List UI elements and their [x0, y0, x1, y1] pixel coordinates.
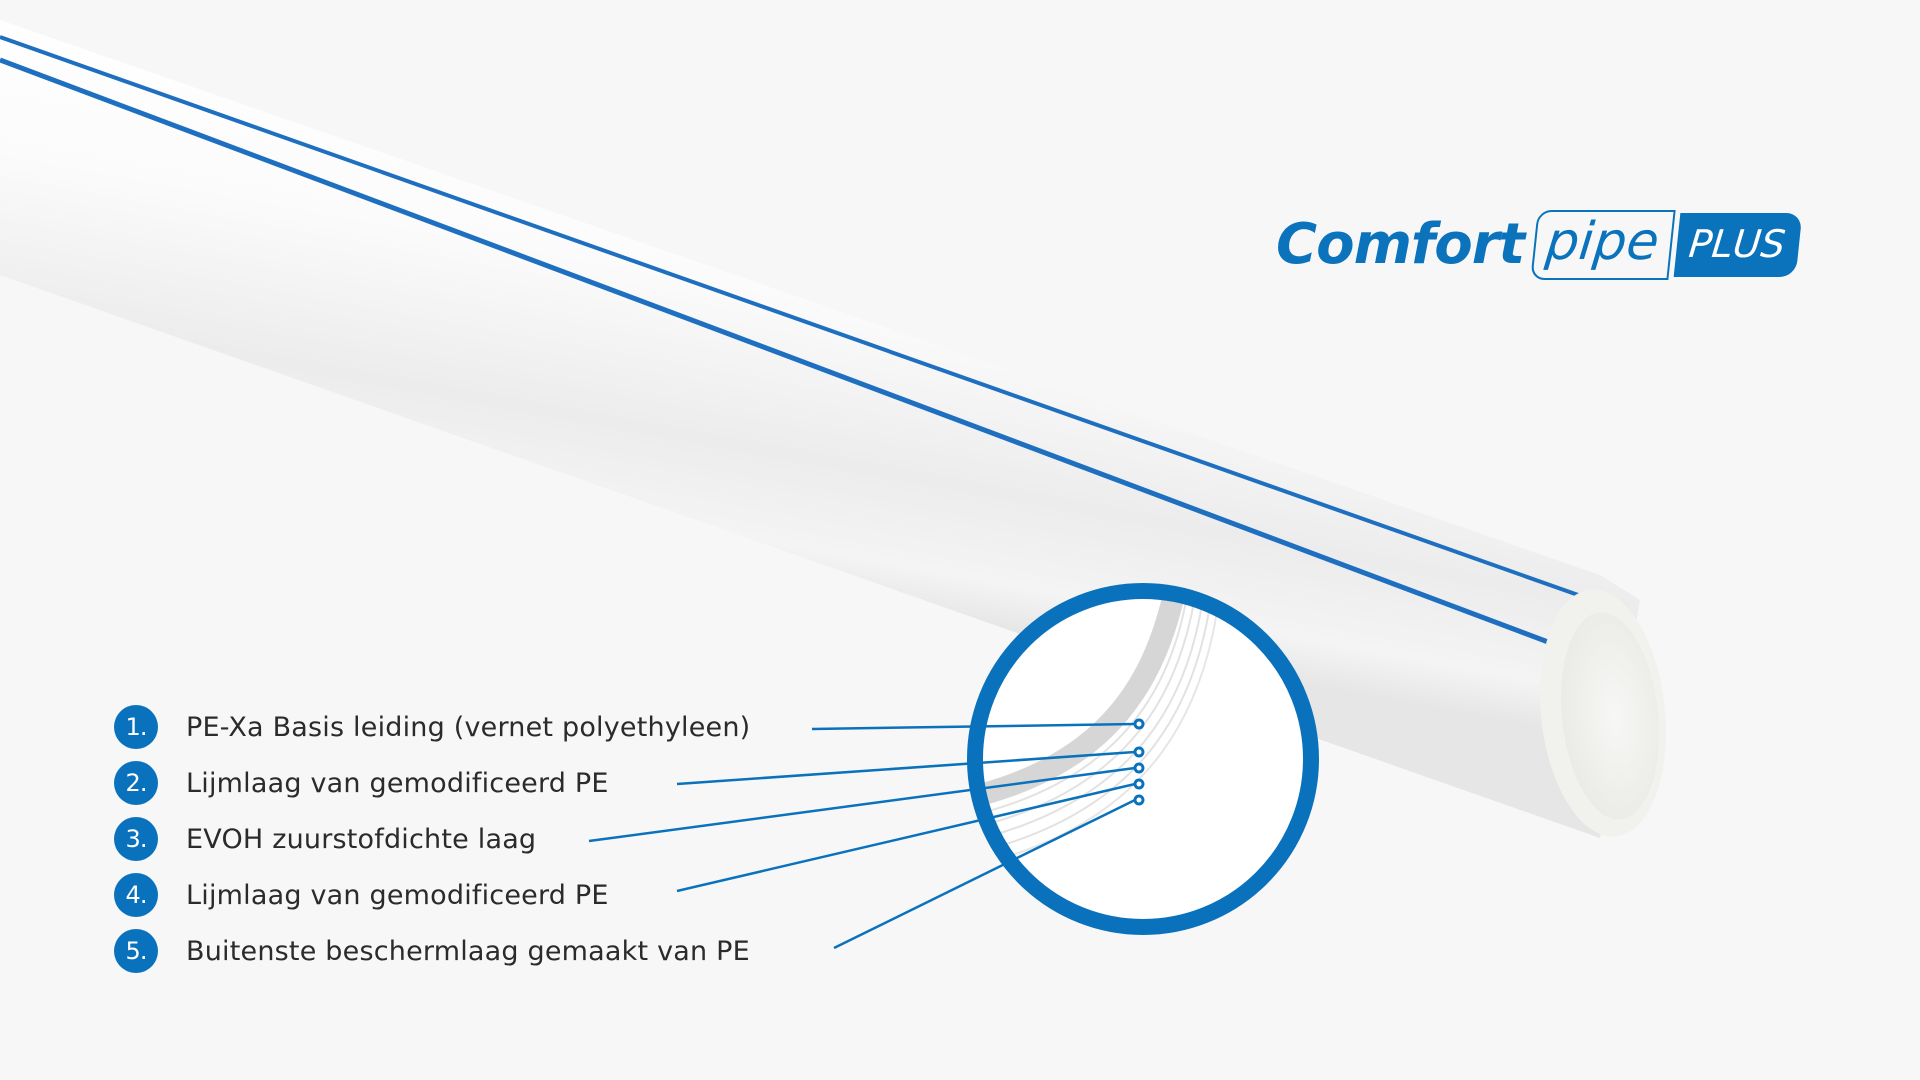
layer-item-2: 2. Lijmlaag van gemodificeerd PE	[114, 760, 609, 806]
logo-word-pipe: pipe	[1530, 210, 1677, 280]
layer-label: Lijmlaag van gemodificeerd PE	[186, 879, 609, 911]
leader-dots	[1133, 718, 1145, 806]
layer-item-5: 5. Buitenste beschermlaag gemaakt van PE	[114, 928, 750, 974]
layer-number-badge: 5.	[114, 929, 158, 973]
layer-label: Lijmlaag van gemodificeerd PE	[186, 767, 609, 799]
layer-label: EVOH zuurstofdichte laag	[186, 823, 537, 855]
layer-item-4: 4. Lijmlaag van gemodificeerd PE	[114, 872, 609, 918]
logo-word-comfort: Comfort	[1276, 212, 1525, 277]
layer-number-badge: 3.	[114, 817, 158, 861]
layer-label: PE-Xa Basis leiding (vernet polyethyleen…	[186, 711, 751, 743]
layer-label: Buitenste beschermlaag gemaakt van PE	[186, 935, 750, 967]
magnifier-callout	[967, 583, 1319, 935]
layer-number-badge: 4.	[114, 873, 158, 917]
layer-number-badge: 1.	[114, 705, 158, 749]
layer-number-badge: 2.	[114, 761, 158, 805]
leader-lines	[588, 722, 1136, 950]
logo-badge-plus: PLUS	[1673, 213, 1803, 277]
comfortpipe-plus-logo: Comfort pipe PLUS	[1276, 205, 1803, 285]
layer-item-3: 3. EVOH zuurstofdichte laag	[114, 816, 536, 862]
layer-item-1: 1. PE-Xa Basis leiding (vernet polyethyl…	[114, 704, 750, 750]
